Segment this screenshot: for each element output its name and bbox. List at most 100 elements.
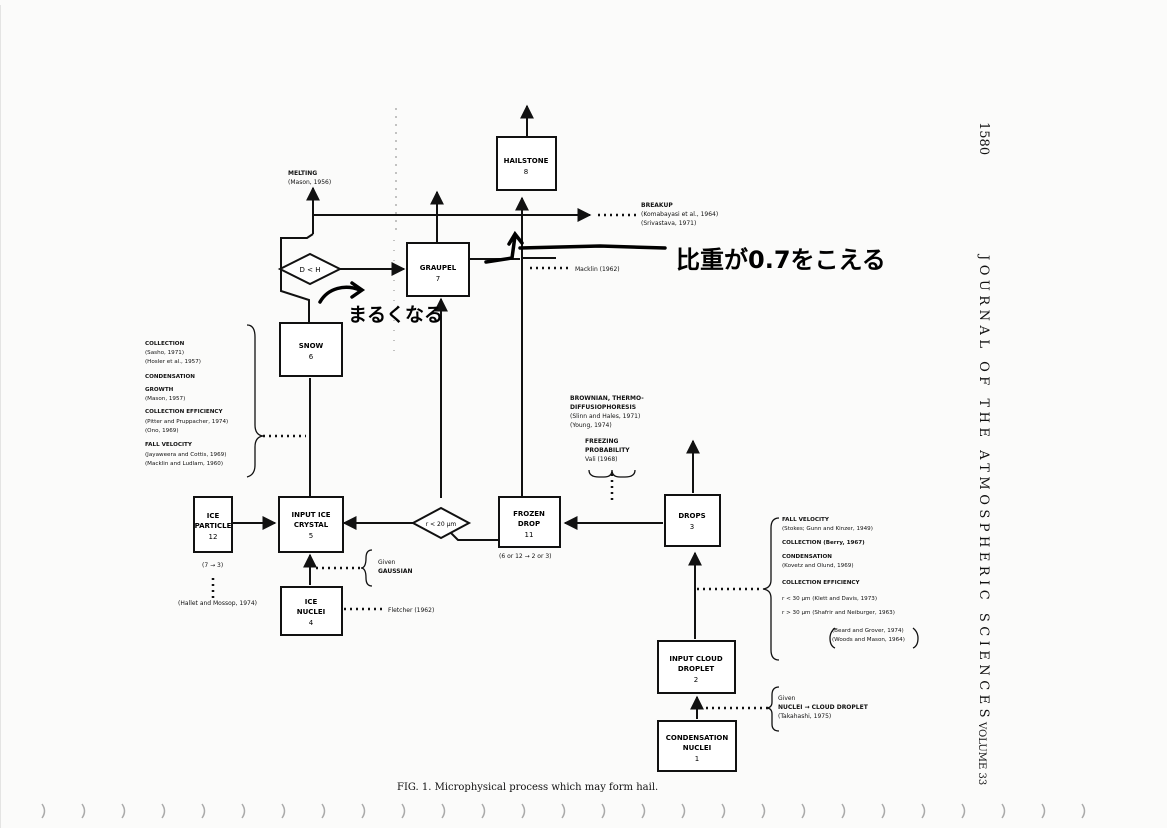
handwritten-graupel-note: 比重が0.7をこえる [676,246,886,274]
svg-text:(Sasho, 1971): (Sasho, 1971) [145,350,184,356]
svg-text:(7 → 3): (7 → 3) [202,562,223,569]
snow-note-arrow [318,285,362,304]
svg-text:DIFFUSIOPHORESIS: DIFFUSIOPHORESIS [570,404,636,411]
svg-text:(Hallet and Mossop, 1974): (Hallet and Mossop, 1974) [178,600,257,607]
svg-text:NUCLEI → CLOUD DROPLET: NUCLEI → CLOUD DROPLET [778,704,869,711]
handwritten-annotations [318,230,667,304]
svg-text:(Young, 1974): (Young, 1974) [570,422,612,429]
svg-text:ICE: ICE [305,598,318,606]
drops-process-references: FALL VELOCITY (Stokes; Gunn and Kinzer, … [782,517,905,643]
svg-text:FALL VELOCITY: FALL VELOCITY [782,517,830,523]
svg-text:(Takahashi, 1975): (Takahashi, 1975) [778,713,831,720]
svg-text:11: 11 [525,531,534,539]
node-input-cloud-droplet: INPUT CLOUD DROPLET 2 [657,640,736,694]
svg-text:3: 3 [690,523,694,531]
svg-text:GROWTH: GROWTH [145,387,174,393]
svg-text:(Jayaweera and Cottis, 1969): (Jayaweera and Cottis, 1969) [145,452,226,458]
svg-text:8: 8 [524,168,528,176]
decision-d-less-than-h: D < H [277,252,343,286]
node-hailstone: HAILSTONE 8 [496,136,557,191]
svg-text:(Macklin and Ludlam, 1960): (Macklin and Ludlam, 1960) [145,461,223,467]
svg-text:DROP: DROP [518,520,540,528]
svg-text:INPUT CLOUD: INPUT CLOUD [669,655,722,663]
svg-text:(Stokes; Gunn and Kinzer, 1949: (Stokes; Gunn and Kinzer, 1949) [782,526,873,532]
svg-text:Given: Given [378,559,396,566]
node-drops: DROPS 3 [664,494,721,547]
svg-text:(Slinn and Hales, 1971): (Slinn and Hales, 1971) [570,413,640,420]
svg-text:Given: Given [778,695,796,702]
svg-text:7: 7 [436,275,440,283]
svg-text:SNOW: SNOW [299,342,324,350]
svg-text:(Srivastava, 1971): (Srivastava, 1971) [641,220,696,227]
svg-text:CONDENSATION: CONDENSATION [145,374,195,380]
svg-text:FALL VELOCITY: FALL VELOCITY [145,442,193,448]
journal-title: JOURNAL OF THE ATMOSPHERIC SCIENCES [976,255,991,723]
svg-text:GRAUPEL: GRAUPEL [420,264,457,272]
svg-text:(Mason, 1956): (Mason, 1956) [288,179,331,186]
svg-text:(Ono, 1969): (Ono, 1969) [145,428,179,434]
volume-label: VOLUME 33 [976,722,987,786]
connector-arrows [233,104,704,719]
svg-text:CONDENSATION: CONDENSATION [666,734,729,742]
svg-text:COLLECTION EFFICIENCY: COLLECTION EFFICIENCY [782,580,861,586]
svg-text:PROBABILITY: PROBABILITY [585,447,630,454]
binder-holes [41,803,1086,819]
node-input-ice-crystal: INPUT ICE CRYSTAL 5 [278,496,344,553]
svg-text:HAILSTONE: HAILSTONE [504,157,549,165]
figure-caption: FIG. 1. Microphysical process which may … [397,782,658,793]
snow-process-references: COLLECTION (Sasho, 1971) (Hosler et al.,… [145,341,228,467]
svg-text:(Hosler et al., 1957): (Hosler et al., 1957) [145,359,201,365]
svg-text:6: 6 [309,353,314,361]
svg-text:r < 30 μm (Klett and Davis,: r < 30 μm (Klett and Davis, 1973) [782,596,877,602]
svg-text:DROPS: DROPS [678,512,705,520]
svg-text:MELTING: MELTING [288,170,317,177]
svg-text:ICE: ICE [207,512,220,520]
braces [246,324,919,732]
svg-text:4: 4 [309,619,314,627]
handwritten-snow-note: まるくなる [348,304,443,326]
node-condensation-nuclei: CONDENSATION NUCLEI 1 [657,720,737,772]
svg-text:Macklin (1962): Macklin (1962) [575,266,620,273]
svg-text:FROZEN: FROZEN [513,510,545,518]
svg-text:(Kovetz and Olund, 1969): (Kovetz and Olund, 1969) [782,563,854,569]
svg-text:PARTICLE: PARTICLE [195,522,232,530]
svg-text:BREAKUP: BREAKUP [641,202,673,209]
svg-text:NUCLEI: NUCLEI [297,608,326,616]
node-frozen-drop: FROZEN DROP 11 [498,496,561,548]
svg-text:Vali (1968): Vali (1968) [585,456,618,463]
svg-text:r > 30 μm (Shafrir and Neibu: r > 30 μm (Shafrir and Neiburger, 1963) [782,610,895,616]
svg-text:5: 5 [309,532,313,540]
svg-text:GAUSSIAN: GAUSSIAN [378,568,413,575]
svg-text:(Mason, 1957): (Mason, 1957) [145,396,185,402]
svg-text:(6 or 12 → 2 or 3): (6 or 12 → 2 or 3) [499,553,552,560]
svg-text:D < H: D < H [300,266,321,274]
svg-text:Fletcher (1962): Fletcher (1962) [388,607,434,614]
node-ice-particle: ICE PARTICLE 12 [193,496,233,553]
svg-text:CONDENSATION: CONDENSATION [782,554,832,560]
svg-text:COLLECTION (Berry, 1967): COLLECTION (Berry, 1967) [782,540,865,546]
svg-text:FREEZING: FREEZING [585,438,619,445]
svg-text:(Komabayasi et al., 1964): (Komabayasi et al., 1964) [641,211,718,218]
svg-text:COLLECTION EFFICIENCY: COLLECTION EFFICIENCY [145,409,224,415]
svg-text:12: 12 [209,533,218,541]
svg-text:COLLECTION: COLLECTION [145,341,185,347]
svg-text:r < 20 μm: r < 20 μm [426,521,457,528]
node-ice-nuclei: ICE NUCLEI 4 [280,586,343,636]
svg-text:INPUT ICE: INPUT ICE [291,511,330,519]
svg-text:CRYSTAL: CRYSTAL [294,521,329,529]
svg-text:DROPLET: DROPLET [678,665,715,673]
graupel-note-arrow [484,234,517,264]
svg-text:NUCLEI: NUCLEI [683,744,712,752]
node-snow: SNOW 6 [279,322,343,377]
svg-text:(Beard and Grover, 1974): (Beard and Grover, 1974) [832,628,904,634]
page-number: 1580 [976,122,991,156]
node-graupel: GRAUPEL 7 [406,242,470,297]
decision-r-less-than-20: r < 20 μm [410,506,472,540]
process-labels: MELTING (Mason, 1956) BREAKUP (Komabayas… [178,170,869,720]
svg-text:1: 1 [695,755,699,763]
scan-artifacts [0,5,397,828]
svg-text:(Pitter and Pruppacher, 1974): (Pitter and Pruppacher, 1974) [145,419,228,425]
svg-text:(Woods and Mason, 1964): (Woods and Mason, 1964) [832,637,905,643]
